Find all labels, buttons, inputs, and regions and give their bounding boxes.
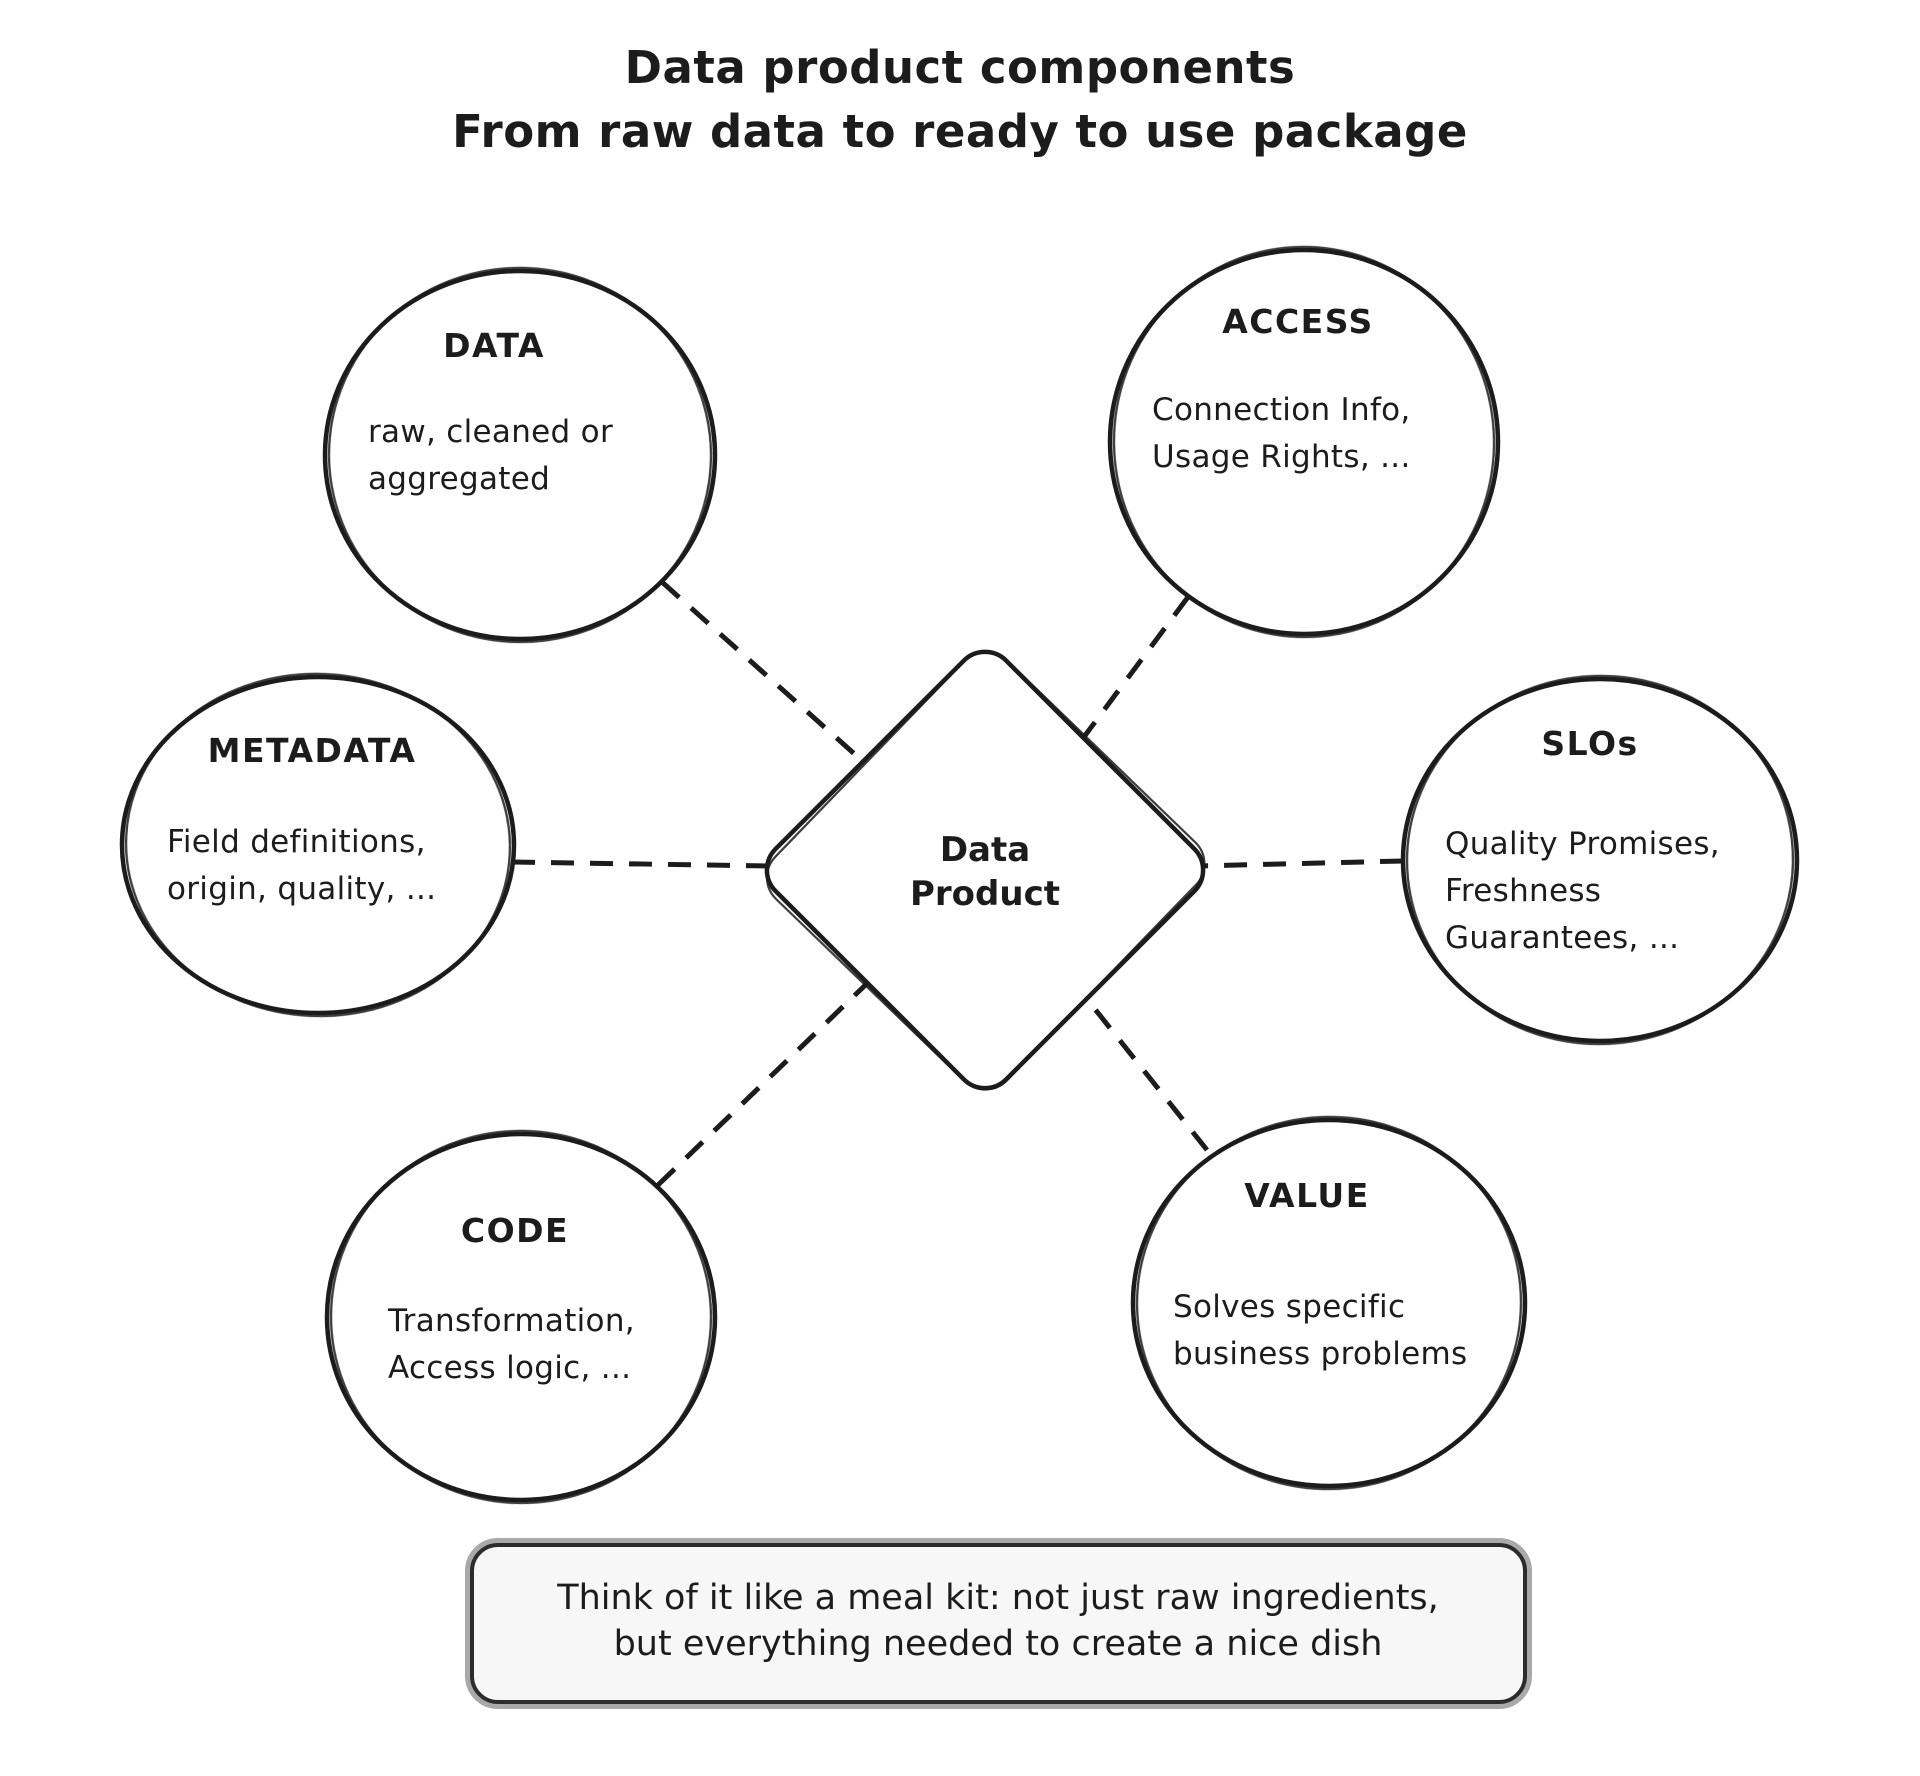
data-node-title: DATA xyxy=(443,326,545,365)
page-title: Data product components From raw data to… xyxy=(0,36,1920,164)
connector-metadata-line xyxy=(511,859,769,869)
code-node-title: CODE xyxy=(460,1211,570,1250)
data-product-diamond-sketch xyxy=(765,650,1206,1091)
page-title-line1: Data product components xyxy=(624,41,1296,94)
connector-access-line xyxy=(1072,595,1191,751)
value-node-body: Solves specific business problems xyxy=(1173,1289,1468,1372)
connector-data-line xyxy=(660,580,880,777)
slos-node-body: Quality Promises, Freshness Guarantees, … xyxy=(1445,826,1720,956)
code-circle-sketch xyxy=(329,1129,713,1505)
access-node-body: Connection Info, Usage Rights, ... xyxy=(1152,392,1411,475)
footer-note: Think of it like a meal kit: not just ra… xyxy=(557,1578,1439,1664)
connector-value-line xyxy=(1073,982,1209,1152)
connector-slos-line xyxy=(1195,858,1404,869)
access-circle xyxy=(1107,247,1501,637)
code-circle xyxy=(324,1131,718,1503)
value-circle xyxy=(1130,1117,1528,1489)
page-title-line2: From raw data to ready to use package xyxy=(452,105,1468,158)
access-circle-sketch xyxy=(1112,245,1496,639)
metadata-circle-sketch xyxy=(124,672,512,1018)
metadata-node-body: Field definitions, origin, quality, ... xyxy=(167,824,437,907)
data-node-body: raw, cleaned or aggregated xyxy=(368,414,613,497)
value-node-title: VALUE xyxy=(1244,1176,1370,1215)
data-product-label: Data Product xyxy=(910,830,1060,914)
footer-box xyxy=(470,1543,1527,1704)
slos-circle xyxy=(1400,676,1800,1044)
code-node-body: Transformation, Access logic, ... xyxy=(388,1303,635,1386)
access-node-title: ACCESS xyxy=(1222,302,1374,341)
value-circle-sketch xyxy=(1135,1115,1523,1491)
slos-circle-sketch xyxy=(1405,674,1795,1046)
data-circle-sketch xyxy=(327,266,713,644)
data-circle xyxy=(322,268,718,642)
metadata-node-title: METADATA xyxy=(207,731,417,770)
footer-box-shadow xyxy=(465,1538,1532,1709)
connector-code-line xyxy=(656,967,884,1187)
slos-node-title: SLOs xyxy=(1541,724,1639,763)
metadata-circle xyxy=(119,674,517,1016)
